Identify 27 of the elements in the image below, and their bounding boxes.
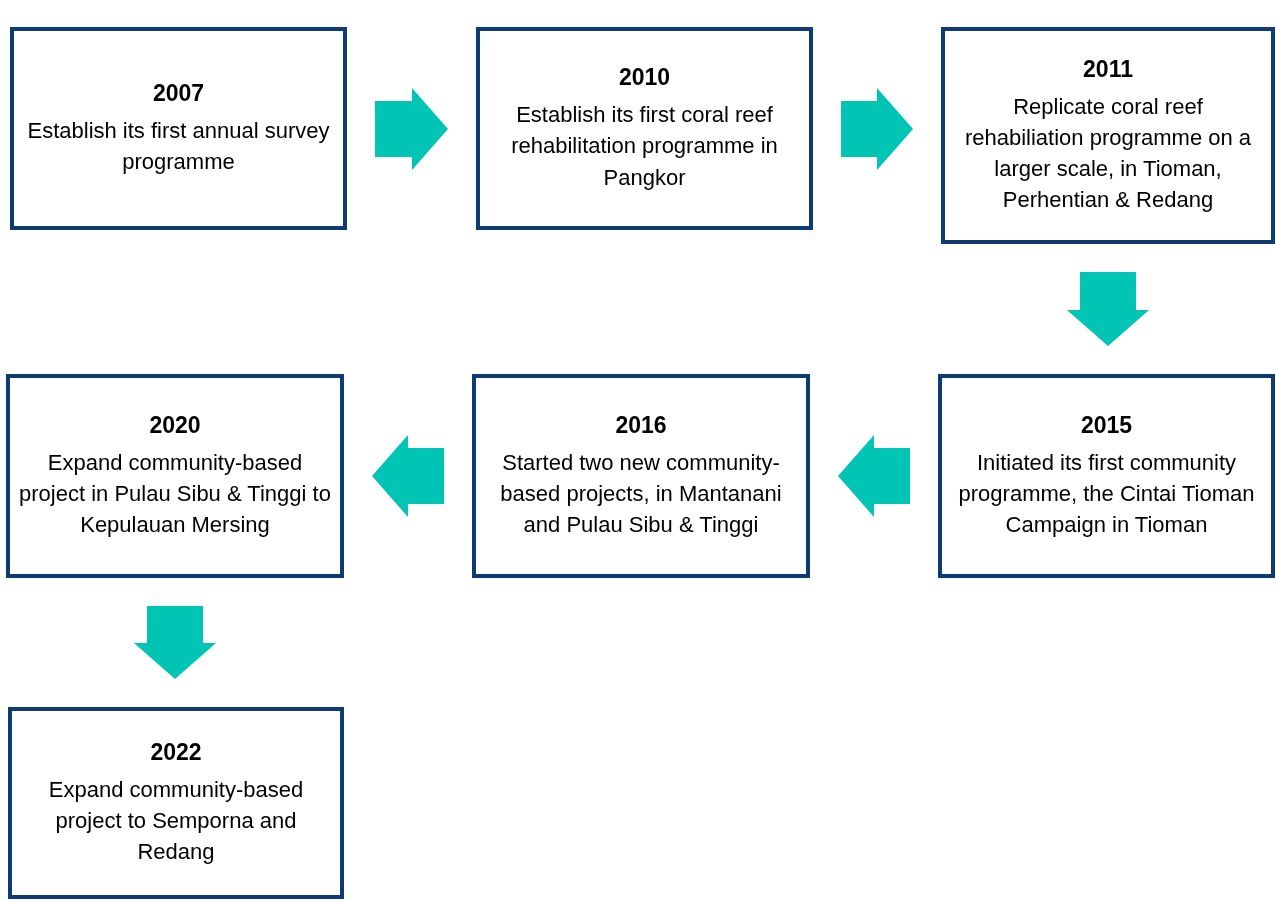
year-heading: 2007 — [152, 79, 205, 107]
milestone-text: Expand community-based project in Pulau Sibu & Tinggi to Kepulauan Mersing — [18, 448, 332, 540]
milestone-text: Replicate coral reef rehabiliation programme on a larger scale, in Tioman, Perhentian & Redang — [963, 92, 1253, 215]
year-heading: 2015 — [1080, 411, 1133, 439]
block-arrow — [134, 606, 216, 679]
milestone-text: Establish its first coral reef rehabilitation programme in Pangkor — [510, 101, 779, 192]
milestone-text: Expand community-based project to Semporna and Redang — [47, 775, 305, 867]
timeline-box — [6, 374, 344, 578]
timeline-box — [941, 27, 1275, 244]
year-heading: 2022 — [150, 738, 202, 766]
block-arrow — [372, 435, 444, 517]
timeline-box — [472, 374, 810, 578]
block-arrow — [1067, 272, 1149, 346]
block-arrow — [375, 88, 448, 170]
timeline-box — [10, 27, 347, 230]
block-arrow — [838, 435, 910, 517]
timeline-box — [8, 707, 344, 899]
year-heading: 2020 — [149, 411, 201, 439]
block-arrow — [841, 88, 913, 170]
milestone-text: Establish its first annual survey programme — [26, 116, 331, 176]
milestone-text: Initiated its first community programme, the Cintai Tioman Campaign in Tioman — [957, 448, 1256, 540]
year-heading: 2011 — [1083, 55, 1133, 83]
timeline-box — [476, 27, 813, 230]
year-heading: 2016 — [615, 411, 667, 439]
year-heading: 2010 — [618, 64, 671, 92]
milestone-text: Started two new community-based projects, in Mantanani and Pulau Sibu & Tinggi — [499, 448, 783, 540]
timeline-box — [938, 374, 1275, 578]
